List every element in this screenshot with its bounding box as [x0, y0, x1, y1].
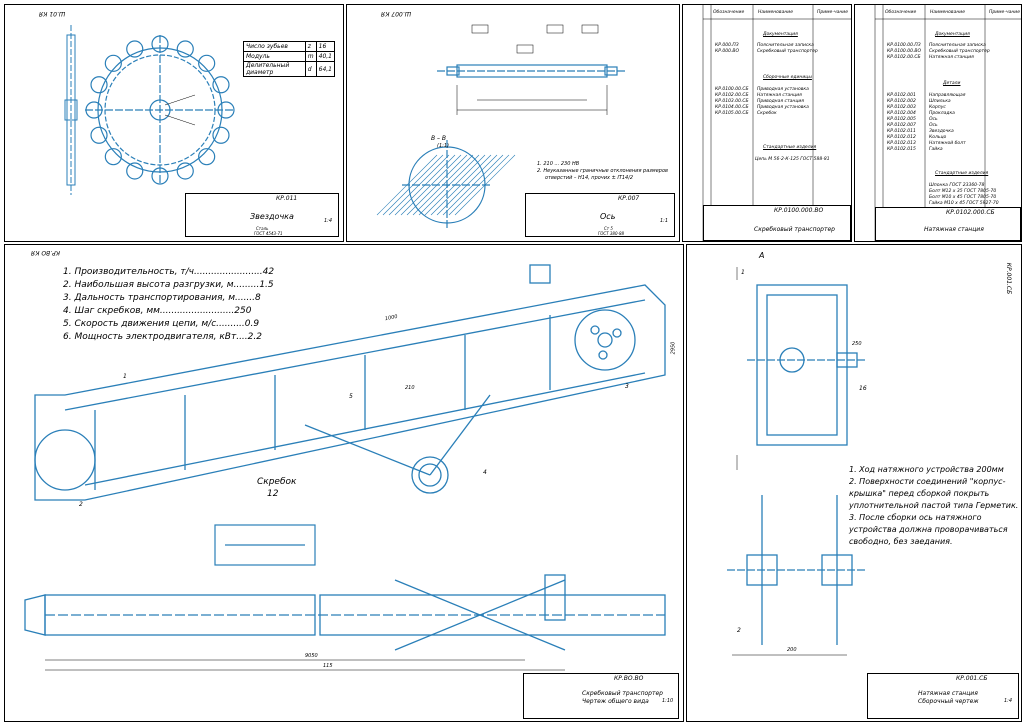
drawing-title: Скребковый транспортер [582, 690, 663, 697]
drawing-standard: ГОСТ 4543-71 [254, 231, 283, 236]
hatch-line [454, 154, 516, 216]
callout: 2 [737, 627, 741, 634]
title-block: КР.001.СБ Натяжная станция Сборочный чер… [867, 673, 1019, 719]
drawing-code: КР.001.СБ [956, 675, 988, 682]
scraper-label: Скребок [257, 477, 297, 487]
title-block: КР.0100.000.ВО Скребковый транспортер [703, 205, 851, 241]
axle-note: 2. Неуказанные граничные отклонения разм… [537, 168, 668, 174]
sprocket-tooth [176, 162, 194, 180]
drawing-title: Натяжная станция [918, 690, 978, 697]
section-mark: А [759, 251, 765, 260]
sprocket-tooth [212, 126, 230, 144]
drawing-code: КР.007 [618, 195, 640, 202]
drawing-code: КР.0102.000.СБ [946, 209, 995, 216]
sprocket-tooth [151, 167, 169, 185]
drawing-material: Сталь [256, 226, 269, 231]
sprocket-tooth [176, 40, 194, 58]
drawing-title: Скребковый транспортер [754, 226, 835, 233]
callout: 2 [79, 501, 83, 508]
drawing-title: Натяжная станция [924, 226, 984, 233]
hatch-line [412, 154, 474, 216]
hatch-line [442, 154, 504, 216]
callout: 1 [123, 373, 127, 380]
drawing-scale: 1:1 [660, 218, 669, 224]
sheet-spec-transporter: Обозначение Наименование Приме-чание Док… [682, 4, 852, 242]
sprocket-tooth [126, 40, 144, 58]
sprocket-tooth [198, 148, 216, 166]
hatch-line [400, 154, 462, 216]
title-block: КР.007 Ось Ст 5 ГОСТ 380-88 1:1 [525, 193, 675, 237]
title-block: КР.ВО.ВО Скребковый транспортер Чертеж о… [523, 673, 679, 719]
sprocket-tooth [85, 101, 103, 119]
sprocket-tooth [104, 54, 122, 72]
spec-grid [702, 5, 851, 241]
callout: 1 [741, 269, 745, 276]
drawing-scale: 1:10 [662, 698, 674, 704]
drawing-code: КР.0100.000.ВО [774, 207, 824, 214]
sprocket-tooth [90, 76, 108, 94]
hatch-line [448, 154, 510, 216]
callout: 4 [483, 469, 487, 476]
hatch-line [376, 154, 438, 216]
hatch-line [430, 154, 492, 216]
sprocket-tooth [104, 148, 122, 166]
title-block: КР.011 Звездочка Сталь ГОСТ 4543-71 1:4 [185, 193, 339, 237]
callout: 5 [349, 393, 353, 400]
drawing-code: КР.ВО.ВО [614, 675, 644, 682]
hatch-line [424, 154, 486, 216]
section-label: В – В [431, 135, 447, 142]
dim: 115 [323, 663, 333, 669]
spec-grid [874, 5, 1021, 241]
hatch-line [388, 154, 450, 216]
sheet-tension-station: КР.001.СБ А 1 2 16 250 200 1. Ход натяжн… [686, 244, 1022, 722]
axle-note: 1. 210 ... 230 НВ [537, 161, 580, 167]
sheet-axle: Ш.007 КЯ В – В (1:1) 1. 210 ... 230 НВ 2… [346, 4, 680, 242]
drawing-subtitle: Сборочный чертеж [918, 698, 979, 705]
sprocket-tooth [212, 76, 230, 94]
drawing-material: Ст 5 [604, 226, 613, 231]
sprocket-tooth [90, 126, 108, 144]
axle-note: отверстий – Н14, прочих ± IT14/2 [545, 175, 634, 181]
section-scale: (1:1) [437, 143, 449, 149]
drawing-standard: ГОСТ 380-88 [598, 231, 625, 236]
sprocket-drawing [64, 25, 235, 195]
dim: 9050 [305, 653, 318, 659]
title-block: КР.0102.000.СБ Натяжная станция [875, 207, 1021, 241]
drawing-scale: 1:4 [1004, 698, 1013, 704]
drawing-scale: 1:4 [324, 218, 333, 224]
hatch-line [406, 154, 468, 216]
sprocket-tooth [151, 35, 169, 53]
sheet-general-view: КР.ВО КЯ 1. Производительность, т/ч.....… [4, 244, 684, 722]
dim: 210 [405, 385, 415, 391]
hatch-line [436, 154, 498, 216]
callout: 3 [625, 383, 629, 390]
sprocket-tooth [198, 54, 216, 72]
hatch-line [418, 154, 480, 216]
sprocket-tooth [217, 101, 235, 119]
scraper-num: 12 [267, 489, 279, 499]
conveyor-drawing [24, 264, 666, 671]
drawing-code: КР.011 [276, 195, 298, 202]
spec-list: Обозначение Наименование Приме-чание Док… [713, 10, 849, 162]
hatch-line [394, 154, 456, 216]
sheet-spec-tension: Обозначение Наименование Приме-чание Док… [854, 4, 1022, 242]
drawing-title: Ось [600, 212, 616, 221]
tension-dim: 250 [852, 341, 862, 347]
spec-list: Обозначение Наименование Приме-чание Док… [885, 10, 1021, 206]
dim: 2950 [670, 341, 677, 355]
sprocket-tooth [126, 162, 144, 180]
axle-drawing [376, 24, 627, 230]
drawing-subtitle: Чертеж общего вида [582, 698, 649, 705]
hatch-line [382, 154, 444, 216]
tension-drawing [727, 267, 867, 656]
callout: 16 [859, 385, 867, 392]
tension-dim: 200 [787, 647, 797, 653]
drawing-title: Звездочка [250, 212, 294, 221]
